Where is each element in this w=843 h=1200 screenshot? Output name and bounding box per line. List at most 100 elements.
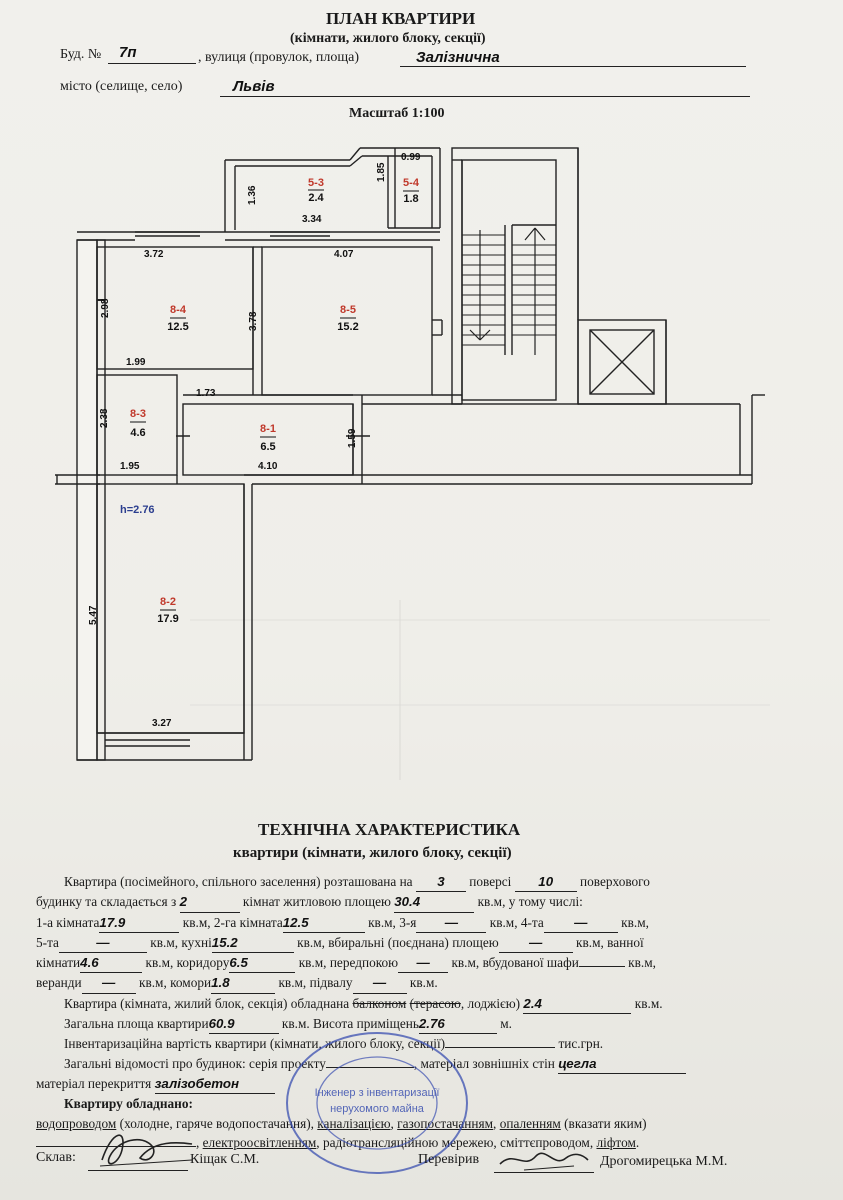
checker-underline bbox=[494, 1172, 594, 1173]
tech-line-10: Загальні відомості про будинок: серія пр… bbox=[36, 1054, 796, 1074]
room-8-5-id: 8-5 bbox=[340, 304, 356, 316]
tech-line-3: 1-а кімната17.9 кв.м, 2-га кімната12.5 к… bbox=[36, 913, 796, 933]
room-5-4-area: 1.8 bbox=[403, 193, 418, 205]
project-series bbox=[325, 1066, 414, 1068]
dim-1-59: 1.59 bbox=[347, 428, 358, 448]
balcony-crossed: балконом bbox=[352, 995, 407, 1011]
dim-5-47: 5.47 bbox=[88, 605, 99, 625]
tech-line-13: водопроводом (холодне, гаряче водопостач… bbox=[36, 1115, 647, 1131]
street-underline bbox=[400, 66, 746, 67]
dim-0-99: 0.99 bbox=[401, 152, 421, 163]
city-underline bbox=[220, 96, 750, 97]
toilet-area: — bbox=[498, 933, 573, 954]
dim-1-85: 1.85 bbox=[376, 162, 387, 182]
tech-body: Квартира (посімейного, спільного заселен… bbox=[36, 872, 796, 1152]
checker-signature bbox=[499, 1152, 589, 1171]
room-8-1-id: 8-1 bbox=[260, 423, 276, 435]
checked-label: Перевірив bbox=[418, 1152, 480, 1167]
corridor-area: 6.5 bbox=[229, 953, 296, 974]
room-8-3-area: 4.6 bbox=[130, 427, 145, 439]
stamp-line-2: нерухомого майна bbox=[330, 1103, 425, 1115]
building-underline bbox=[108, 63, 196, 64]
page-subtitle: (кімнати, жилого блоку, секції) bbox=[290, 31, 486, 46]
tech-line-6: веранди— кв.м, комори1.8 кв.м, підвалу— … bbox=[36, 973, 796, 994]
street-label: , вулиця (провулок, площа) bbox=[198, 50, 360, 65]
composer-signature bbox=[99, 1134, 193, 1167]
room1-area: 17.9 bbox=[99, 913, 180, 933]
walls-material: цегла bbox=[558, 1054, 687, 1074]
dim-3-27: 3.27 bbox=[152, 718, 172, 729]
tech-line-2: будинку та складається з 2 кімнат житлов… bbox=[36, 892, 796, 913]
living-area-value: 30.4 bbox=[394, 892, 475, 913]
official-stamp: Інженер з інвентаризації нерухомого майн… bbox=[286, 1032, 468, 1174]
composer-underline bbox=[88, 1170, 188, 1171]
wall-west bbox=[76, 239, 98, 761]
kitchen-area: 15.2 bbox=[211, 933, 294, 954]
equip-elevator: ліфтом bbox=[596, 1134, 636, 1150]
veranda-area: — bbox=[81, 973, 136, 994]
dim-1-73: 1.73 bbox=[196, 388, 216, 399]
room3-area: — bbox=[416, 913, 487, 933]
ceiling-height: 2.76 bbox=[418, 1014, 497, 1035]
tech-line-7: Квартира (кімната, жилий блок, секція) о… bbox=[36, 994, 796, 1015]
room-5-3-id: 5-3 bbox=[308, 177, 324, 189]
tech-line-5: кімнати4.6 кв.м, коридору6.5 кв.м, перед… bbox=[36, 953, 796, 974]
tech-line-9: Інвентаризаційна вартість квартири (кімн… bbox=[64, 1036, 604, 1052]
dim-1-95: 1.95 bbox=[120, 461, 140, 472]
equip-water: водопроводом bbox=[36, 1115, 117, 1131]
dim-1-99: 1.99 bbox=[126, 357, 146, 368]
room4-area: — bbox=[543, 913, 618, 933]
composed-name: Кіщак С.М. bbox=[190, 1152, 260, 1167]
equip-electric: електроосвітленням bbox=[202, 1134, 317, 1150]
hall-area: — bbox=[398, 953, 449, 974]
tech-line-12: Квартиру обладнано: bbox=[64, 1096, 193, 1112]
ceiling-height-label: h=2.76 bbox=[120, 504, 155, 516]
tech-subtitle: квартири (кімнати, жилого блоку, секції) bbox=[233, 845, 512, 861]
tech-line-1: Квартира (посімейного, спільного заселен… bbox=[36, 872, 796, 893]
dim-4-07: 4.07 bbox=[334, 249, 354, 260]
basement-area: — bbox=[352, 973, 407, 994]
room-8-4-area: 12.5 bbox=[167, 321, 188, 333]
floor-value: 3 bbox=[415, 872, 466, 893]
dim-3-72: 3.72 bbox=[144, 249, 164, 260]
rooms-count-value: 2 bbox=[179, 892, 240, 913]
room-8-3-id: 8-3 bbox=[130, 408, 146, 420]
room-5-3-area: 2.4 bbox=[308, 192, 324, 204]
wardrobe-area bbox=[578, 966, 625, 968]
floors-value: 10 bbox=[514, 872, 577, 893]
stamp-line-1: Інженер з інвентаризації bbox=[315, 1087, 440, 1099]
composed-label: Склав: bbox=[36, 1150, 76, 1165]
equip-heating: опаленням bbox=[499, 1115, 561, 1131]
building-number: 7п bbox=[119, 44, 137, 61]
city-value: Львів bbox=[233, 78, 275, 95]
tech-line-14: , електроосвітленням, радіотрансляційною… bbox=[36, 1133, 796, 1152]
dim-2-98: 2.98 bbox=[100, 298, 111, 318]
dim-1-36: 1.36 bbox=[247, 185, 258, 205]
room2-area: 12.5 bbox=[282, 913, 365, 933]
dim-3-34: 3.34 bbox=[302, 214, 322, 225]
equip-gas: газопостачанням bbox=[397, 1115, 494, 1131]
storage-area: 1.8 bbox=[211, 973, 276, 994]
loggia-area: 2.4 bbox=[523, 994, 632, 1015]
room5-area: — bbox=[58, 933, 147, 954]
tech-line-11: матеріал перекриття залізобетон bbox=[36, 1074, 796, 1095]
ceiling-material: залізобетон bbox=[154, 1074, 275, 1095]
background-bleed bbox=[190, 600, 770, 780]
building-label: Буд. № bbox=[60, 47, 102, 62]
equip-sewer: каналізацією bbox=[317, 1115, 391, 1131]
inventory-value bbox=[445, 1047, 556, 1049]
room-8-5-area: 15.2 bbox=[337, 321, 358, 333]
room-8-4-id: 8-4 bbox=[170, 304, 187, 316]
tech-line-8: Загальна площа квартири60.9 кв.м. Висота… bbox=[36, 1014, 796, 1035]
page-title: ПЛАН КВАРТИРИ bbox=[326, 9, 476, 28]
scale-label: Масштаб 1:100 bbox=[349, 106, 445, 121]
dim-2-38: 2.38 bbox=[99, 408, 110, 428]
tech-line-4: 5-та— кв.м, кухні15.2 кв.м, вбиральні (п… bbox=[36, 933, 796, 954]
room-5-4-id: 5-4 bbox=[403, 177, 420, 189]
room-8-1-area: 6.5 bbox=[260, 441, 275, 453]
bath-area: 4.6 bbox=[80, 953, 143, 974]
room-8-2-area: 17.9 bbox=[157, 613, 178, 625]
dim-4-10: 4.10 bbox=[258, 461, 278, 472]
